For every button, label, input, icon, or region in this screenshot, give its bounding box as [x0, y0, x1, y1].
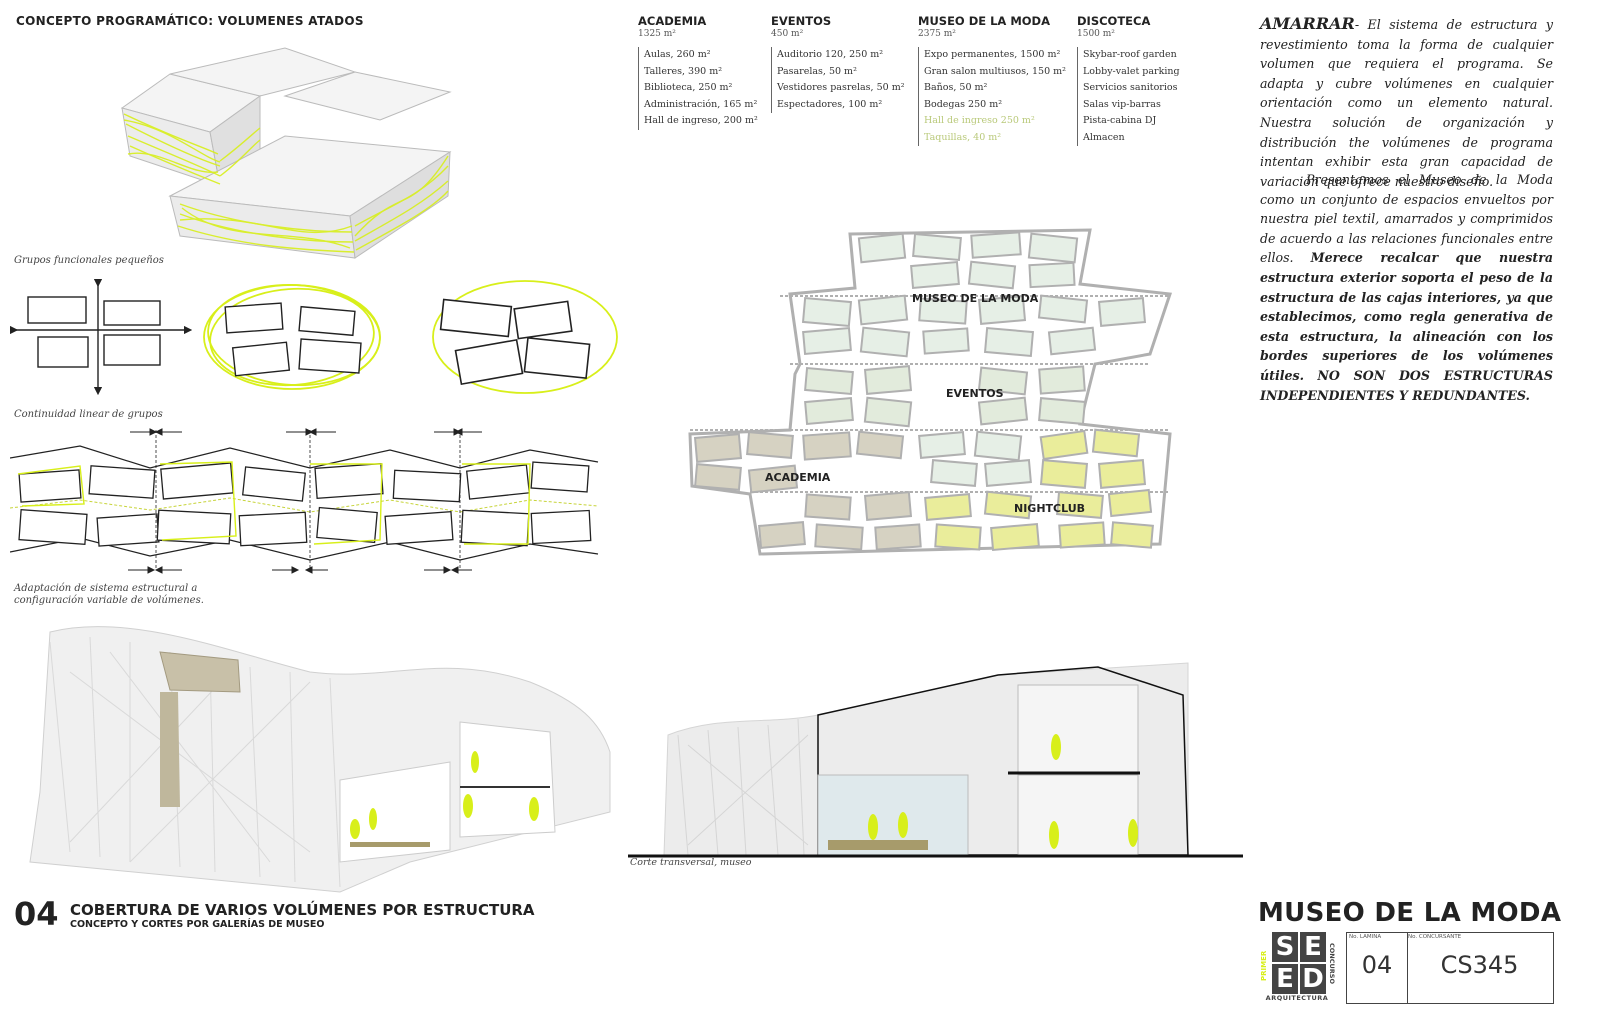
program-item: Baños, 50 m² — [924, 82, 988, 93]
program-item: Skybar-roof garden — [1083, 49, 1177, 60]
project-title: MUSEO DE LA MODA — [1258, 898, 1562, 928]
concursante-value: CS345 — [1440, 951, 1519, 979]
caption-section: Corte transversal, museo — [630, 857, 752, 868]
map-label-eventos: EVENTOS — [946, 387, 1004, 400]
program-item: Pista-cabina DJ — [1083, 115, 1157, 126]
program-museo-title: MUSEO DE LA MODA — [918, 14, 1051, 28]
program-item: Talleres, 390 m² — [644, 65, 723, 77]
amarrar-word: AMARRAR — [1260, 14, 1355, 33]
program-item: Pasarelas, 50 m² — [777, 65, 857, 77]
title-block: PRIMER S E E D CONCURSO ARQUITECTURA No.… — [1258, 932, 1554, 1004]
presentation-text: Presentamos el Museo de la Moda como un … — [1260, 172, 1553, 266]
program-item: Taquillas, 40 m² — [924, 131, 1002, 143]
program-item: Espectadores, 100 m² — [777, 98, 883, 110]
program-discoteca-title: DISCOTECA — [1077, 14, 1151, 28]
functional-groups-diagram — [10, 278, 618, 396]
logo-side-left: PRIMER — [1260, 950, 1268, 982]
program-item: Hall de ingreso 250 m² — [924, 115, 1035, 126]
logo-side-right: CONCURSO — [1328, 942, 1336, 984]
concursante-box: No. CONCURSANTE CS345 — [1406, 932, 1554, 1004]
caption-groups: Grupos funcionales pequeños — [14, 255, 164, 266]
map-label-nightclub: NIGHTCLUB — [1014, 502, 1086, 515]
program-museo: MUSEO DE LA MODA 2375 m² Expo permanente… — [918, 14, 1066, 146]
caption-adapt-line2: configuración variable de volúmenes. — [14, 595, 204, 606]
logo-letter: D — [1300, 964, 1326, 994]
program-item: Vestidores pasrelas, 50 m² — [777, 82, 905, 93]
concept-massing-drawing — [120, 47, 452, 259]
program-item: Servicios sanitorios — [1083, 82, 1178, 93]
sheet-subtitle: CONCEPTO Y CORTES POR GALERÍAS DE MUSEO — [70, 919, 325, 930]
program-item: Bodegas 250 m² — [924, 98, 1003, 110]
program-eventos-area: 450 m² — [771, 29, 804, 39]
lamina-label: No. LAMINA — [1349, 934, 1382, 940]
program-academia: ACADEMIA 1325 m² Aulas, 260 m² Talleres,… — [638, 14, 758, 130]
caption-linear: Continuidad linear de grupos — [14, 409, 163, 420]
lamina-value: 04 — [1361, 951, 1393, 979]
program-academia-title: ACADEMIA — [638, 14, 707, 28]
program-item: Administración, 165 m² — [644, 98, 758, 110]
structure-render — [29, 626, 611, 893]
presentation-bold: Merece recalcar que nuestra estructura e… — [1260, 250, 1553, 383]
program-museo-area: 2375 m² — [918, 29, 956, 39]
program-item: Almacen — [1083, 131, 1125, 143]
program-eventos: EVENTOS 450 m² Auditorio 120, 250 m² Pas… — [771, 14, 905, 113]
amarrar-text: - El sistema de estructura y revestimien… — [1260, 17, 1553, 189]
program-discoteca-area: 1500 m² — [1077, 29, 1115, 39]
program-item: Auditorio 120, 250 m² — [777, 49, 884, 60]
seed-logo: PRIMER S E E D CONCURSO ARQUITECTURA — [1258, 932, 1336, 1004]
program-item: Aulas, 260 m² — [644, 49, 711, 60]
caption-adapt: Adaptación de sistema estructural a conf… — [14, 583, 204, 607]
program-item: Salas vip-barras — [1083, 98, 1161, 110]
program-item: Hall de ingreso, 200 m² — [644, 115, 758, 126]
logo-letter: S — [1272, 932, 1298, 962]
concursante-label: No. CONCURSANTE — [1408, 934, 1462, 940]
lamina-box: No. LAMINA 04 — [1346, 932, 1408, 1004]
linear-continuity-diagram — [10, 428, 599, 574]
program-item: Lobby-valet parking — [1083, 65, 1180, 77]
concept-title: CONCEPTO PROGRAMÁTICO: VOLUMENES ATADOS — [16, 14, 364, 28]
sheet-title: COBERTURA DE VARIOS VOLÚMENES POR ESTRUC… — [70, 901, 535, 919]
sheet-number: 04 — [14, 895, 59, 933]
logo-letter: E — [1272, 964, 1298, 994]
amarrar-paragraph: AMARRAR- El sistema de estructura y reve… — [1260, 14, 1553, 191]
map-label-academia: ACADEMIA — [765, 471, 831, 484]
program-academia-area: 1325 m² — [638, 29, 676, 39]
caption-adapt-line1: Adaptación de sistema estructural a — [14, 583, 198, 594]
logo-letter: E — [1300, 932, 1326, 962]
presentation-caps: NO SON DOS ESTRUCTURAS INDEPENDIENTES Y … — [1260, 367, 1553, 403]
logo-bottom: ARQUITECTURA — [1265, 994, 1329, 1002]
program-item: Gran salon multiusos, 150 m² — [924, 65, 1066, 77]
presentation-paragraph: Presentamos el Museo de la Moda como un … — [1260, 170, 1553, 405]
section-render — [628, 662, 1243, 858]
program-item: Biblioteca, 250 m² — [644, 82, 733, 93]
program-discoteca: DISCOTECA 1500 m² Skybar-roof garden Lob… — [1077, 14, 1180, 146]
program-map-diagram — [688, 228, 1173, 556]
program-item: Expo permanentes, 1500 m² — [924, 49, 1061, 60]
map-label-museo: MUSEO DE LA MODA — [912, 292, 1039, 305]
program-eventos-title: EVENTOS — [771, 14, 832, 28]
